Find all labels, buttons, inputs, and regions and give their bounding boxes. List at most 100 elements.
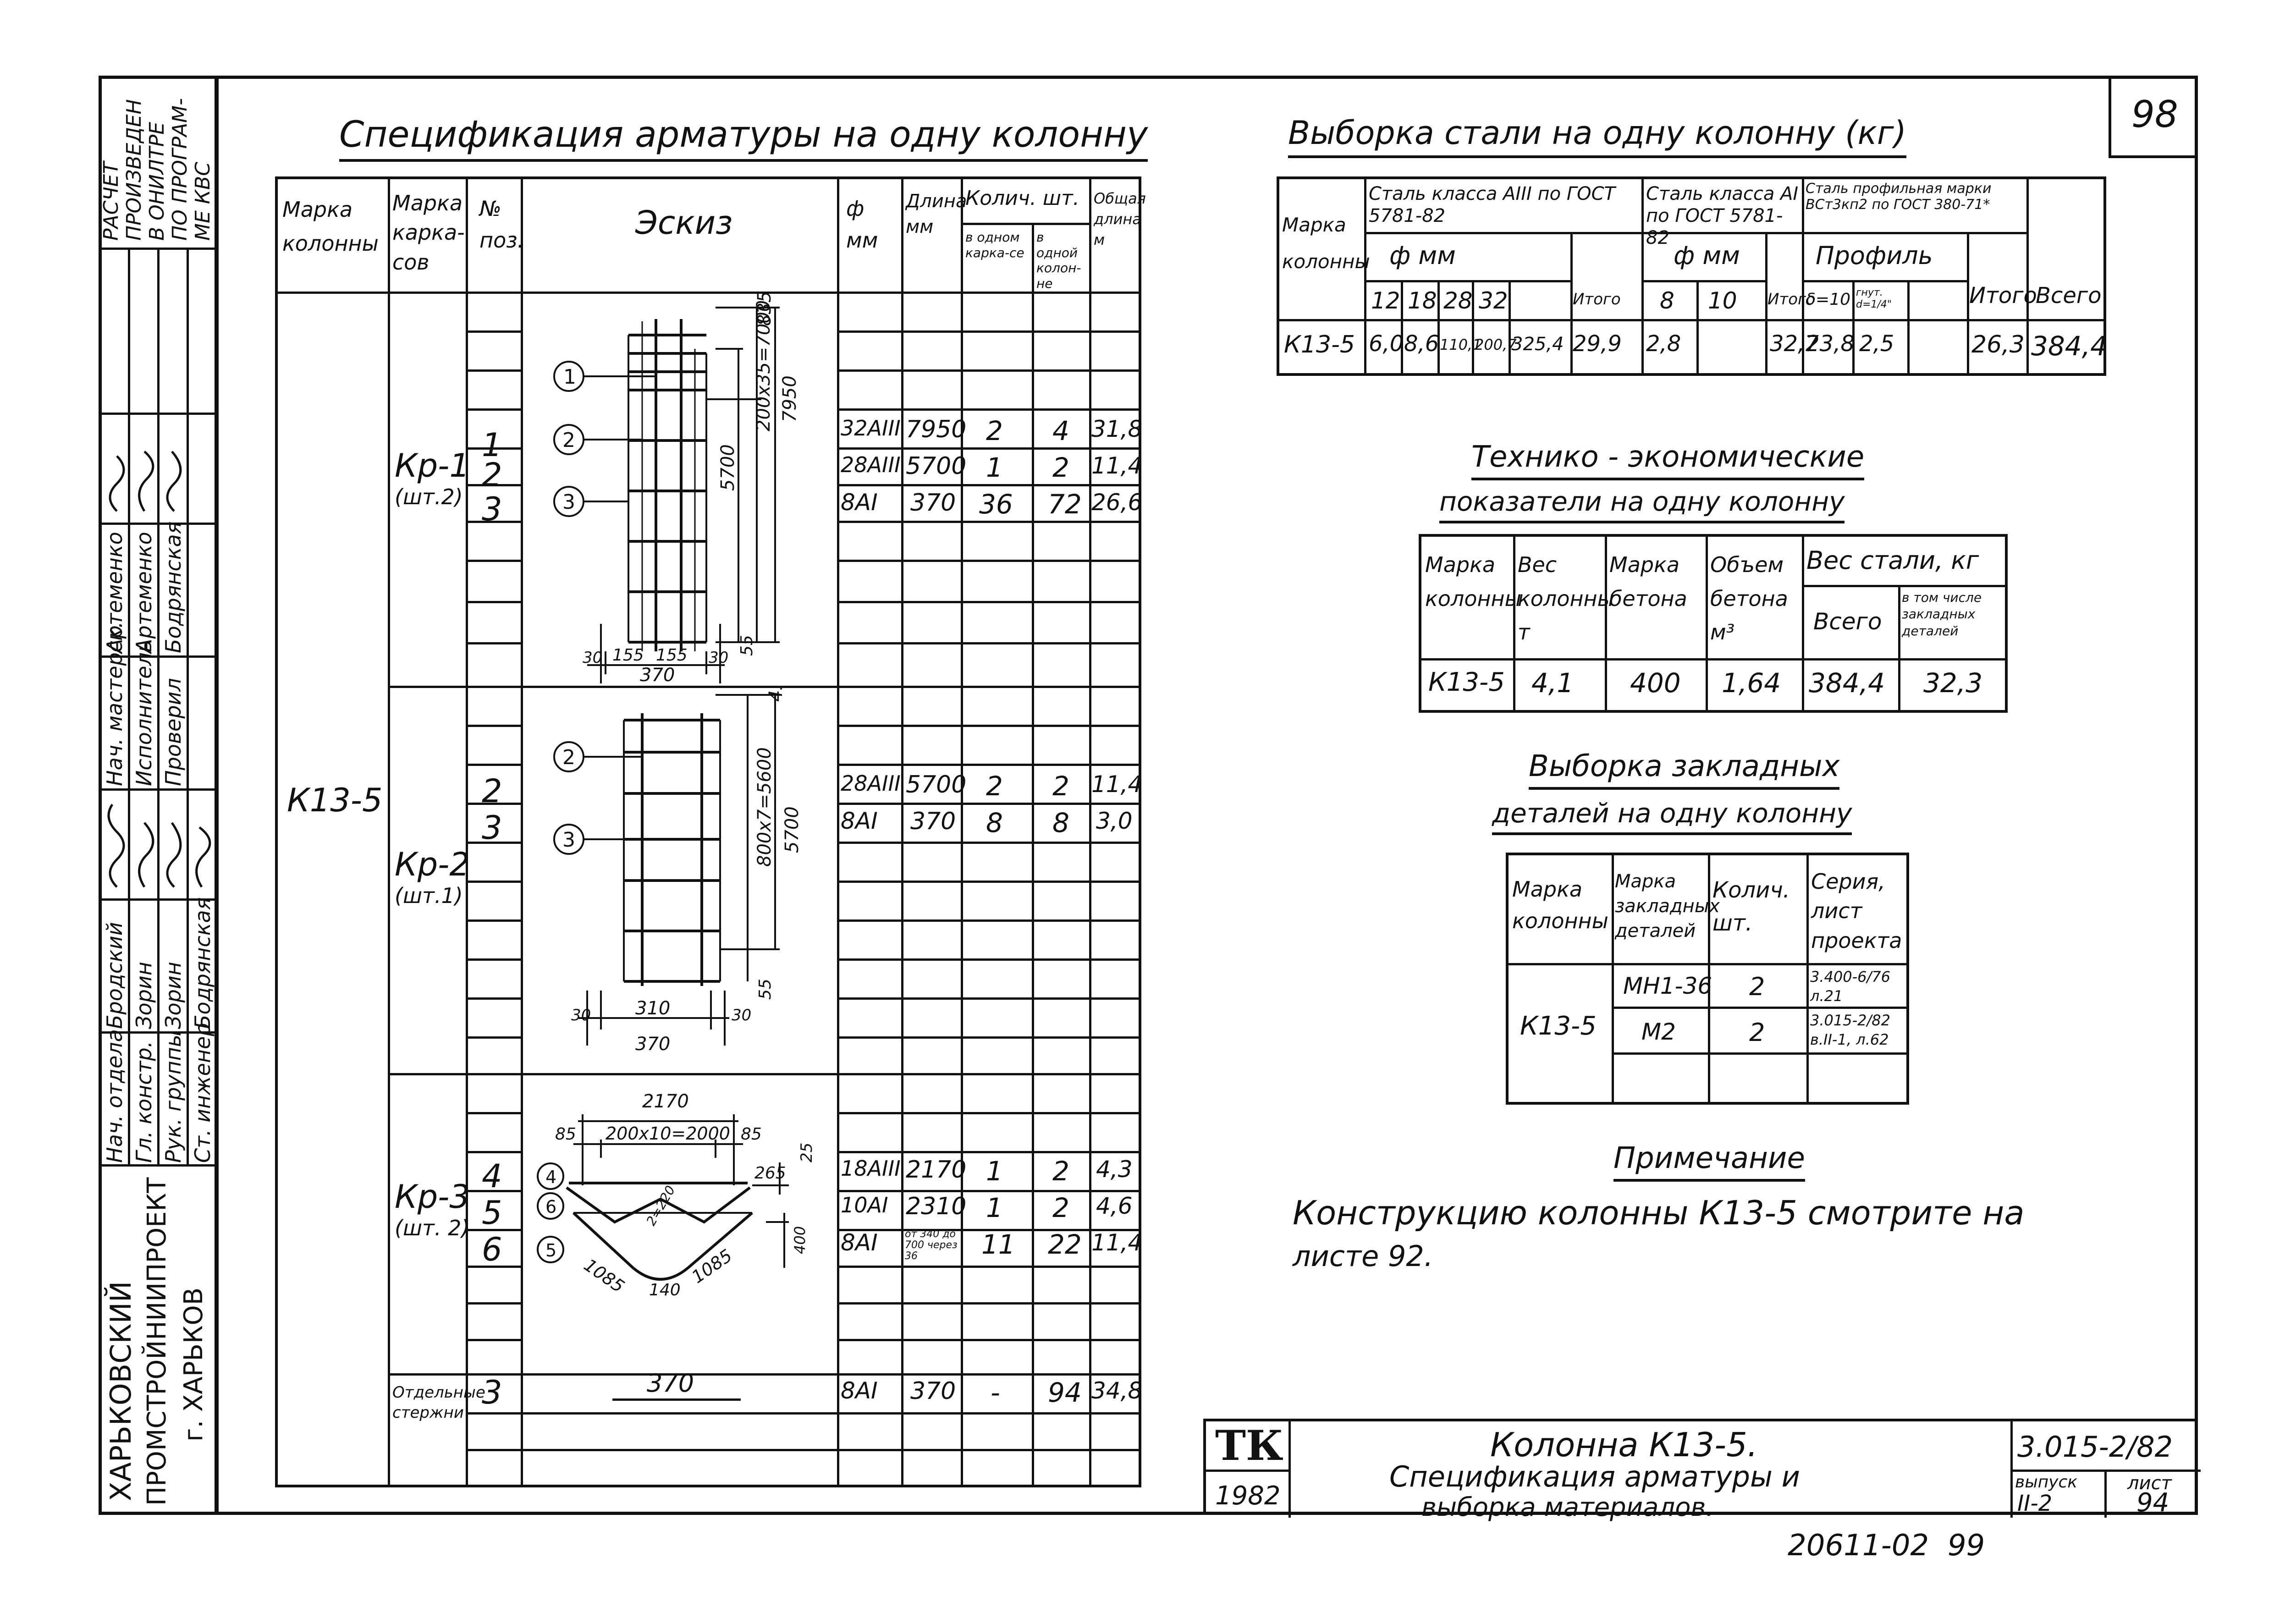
g2-r2-len: 370	[910, 808, 956, 835]
kr2-dim-30b: 30	[732, 1006, 751, 1024]
hdr-qty-one: в одном карка-се	[965, 230, 1024, 260]
g3-r2-pos: 5	[482, 1194, 502, 1232]
g3-r1-diam: 18АIII	[841, 1156, 901, 1181]
tep-h-total: Всего	[1813, 608, 1882, 635]
g1-r1-len: 7950	[906, 416, 967, 443]
sketch-kr3: 4 6 5 2170 85 200х10=2000 85 25 265 2=22…	[537, 1091, 816, 1299]
org-block: ХАРЬКОВСКИЙ ПРОМСТРОЙНИИПРОЕКТ г. ХАРЬКО…	[99, 1167, 218, 1515]
tep-title-1: Технико - экономические	[1471, 440, 1865, 480]
g4-r1-total: 34,8	[1091, 1377, 1143, 1404]
footer-code: 20611-02 99	[1788, 1529, 1985, 1563]
org-line2: ПРОМСТРОЙНИИПРОЕКТ	[142, 1177, 172, 1506]
steel-h-fmm-a3: ф мм	[1389, 241, 1456, 270]
emb-h-mark: Марка колонны	[1512, 877, 1608, 933]
g2-r1-len: 5700	[906, 771, 967, 798]
group1-count: (шт.2)	[395, 484, 463, 509]
kr2-dim-310: 310	[635, 998, 670, 1019]
steel-sub-10: 10	[1708, 287, 1737, 314]
emb-h-detail: Марка закладных деталей	[1615, 871, 1720, 941]
emb-r2-qty: 2	[1749, 1018, 1765, 1047]
title-line1: Колонна К13-5.	[1490, 1426, 1758, 1464]
name-7: Бодрянская	[161, 521, 186, 653]
g2-r1-q2: 2	[1052, 771, 1069, 802]
g2-r2-q2: 8	[1052, 807, 1069, 838]
steel-sub-32: 32	[1479, 287, 1508, 314]
sketch-kr1: 1 2 3 835 200х35=7000 7950 5700 55 30 15…	[553, 294, 800, 683]
calc-note-5: МЕ КВС	[191, 162, 215, 241]
steel-a3-itogo: 325,4	[1511, 334, 1564, 355]
g2-r1-diam: 28АIII	[841, 771, 901, 796]
kr1-dim-5700: 5700	[717, 444, 738, 491]
org-line3: г. ХАРЬКОВ	[179, 1287, 209, 1442]
group4-name: Отдельные стержни	[392, 1383, 485, 1422]
tep-v-volume: 1,64	[1722, 667, 1781, 699]
tep-v-concrete: 400	[1630, 667, 1681, 699]
title-block: ТК 1982 Колонна К13-5. Спецификация арма…	[1203, 1419, 2201, 1520]
kr2-label-2: 2	[562, 746, 575, 769]
g4-r1-q2: 94	[1048, 1377, 1082, 1408]
hdr-marka-col: Марка колонны	[282, 197, 379, 256]
kr3-dim-1085b: 1085	[688, 1245, 736, 1288]
emb-h-series: Серия, лист проекта	[1811, 869, 1902, 953]
kr1-dim-370: 370	[640, 665, 675, 683]
title-sheet: 94	[2136, 1488, 2169, 1518]
name-5: Артеменко	[102, 532, 127, 653]
kr1-dim-200x35: 200х35=7000	[753, 300, 774, 431]
kr3-dim-1085a: 1085	[580, 1255, 628, 1297]
emb-r2-detail: М2	[1641, 1018, 1676, 1045]
steel-vsego: 384,4	[2031, 330, 2108, 362]
g2-r1-total: 11,4	[1091, 771, 1143, 798]
kr3-dim-25: 25	[798, 1143, 816, 1162]
emb-r1-qty: 2	[1749, 972, 1765, 1001]
group2-name: Кр-2	[395, 846, 470, 883]
steel-prof-1: 23,8	[1806, 331, 1855, 357]
g3-r2-diam: 10АI	[841, 1193, 888, 1217]
g3-r1-total: 4,3	[1096, 1156, 1133, 1183]
role-4: Ст. инженер	[190, 1023, 215, 1163]
tep-h-concrete: Марка бетона	[1609, 552, 1687, 611]
kr3-dim-140: 140	[649, 1281, 681, 1299]
page-number-box	[2109, 76, 2198, 158]
title-issue: II-2	[2017, 1491, 2053, 1516]
kr1-label-3: 3	[562, 490, 575, 514]
hdr-qty-col: в одной колон-не	[1036, 230, 1081, 291]
kr2-dim-5700: 5700	[782, 806, 803, 853]
steel-h-prof: Сталь профильная марки ВСт3кп2 по ГОСТ 3…	[1806, 181, 1992, 213]
kr1-dim-30b: 30	[709, 649, 728, 667]
group1-name: Кр-1	[395, 447, 470, 484]
g1-r1-q2: 4	[1052, 415, 1069, 446]
g2-r1-q1: 2	[986, 771, 1003, 802]
g3-r1-len: 2170	[906, 1156, 967, 1184]
steel-h-profile: Профиль	[1816, 241, 1933, 270]
steel-title-text: Выборка стали на одну колонну (кг)	[1288, 114, 1906, 158]
tep-title-2-text: показатели на одну колонну	[1439, 486, 1845, 523]
steel-a1-8: 29,9	[1573, 331, 1622, 357]
kr3-dim-85b: 85	[741, 1125, 762, 1144]
g3-r3-total: 11,4	[1091, 1229, 1143, 1256]
steel-h-itogo-a1: Итого	[1767, 290, 1816, 308]
g1-r3-q2: 72	[1048, 489, 1082, 520]
kr3-label-4: 4	[545, 1167, 556, 1187]
steel-a1-itogo: 32,7	[1770, 331, 1819, 357]
hdr-marka-karkas: Марка карка-сов	[392, 191, 465, 275]
role-1: Нач. отдела	[102, 1029, 127, 1163]
steel-h-vsego: Всего	[2036, 283, 2102, 308]
kr1-label-2: 2	[562, 429, 575, 452]
kr2-label-3: 3	[562, 828, 575, 852]
g2-r2-q1: 8	[986, 807, 1003, 838]
title-line2: Спецификация арматуры и	[1389, 1460, 1800, 1493]
left-stamp-frame	[99, 76, 218, 1515]
kr3-label-6: 6	[545, 1197, 556, 1217]
hdr-pos: № поз.	[479, 196, 524, 253]
g3-r1-pos: 4	[482, 1157, 502, 1195]
g1-r2-q2: 2	[1052, 452, 1069, 483]
name-6: Артеменко	[132, 532, 156, 653]
title-series: 3.015-2/82	[2017, 1430, 2173, 1464]
role-7: Проверил	[161, 678, 186, 786]
emb-r1-detail: МН1-36	[1623, 973, 1712, 999]
g1-r2-total: 11,4	[1091, 452, 1143, 479]
sketch-kr2: 2 3 45 800х7=5600 5700 55 30 310 30 370	[553, 688, 803, 1055]
kr2-dim-55: 55	[756, 979, 775, 1000]
kr2-dim-800x7: 800х7=5600	[754, 747, 775, 867]
signatures-2	[109, 451, 182, 512]
